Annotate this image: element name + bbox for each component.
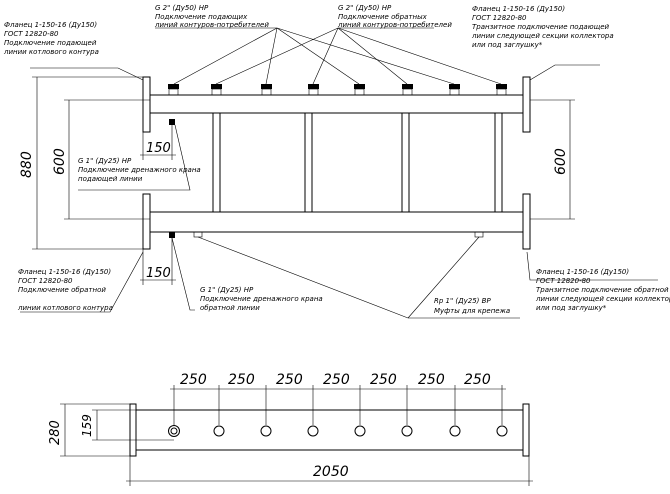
supply-branches-line3: линий контуров-потребителей [154,21,269,29]
return-flange-right [522,193,531,250]
plan-outlets [168,425,508,437]
transit-return-line1: Фланец 1-150-16 (Ду150) [536,268,629,276]
transit-return-line5: или под заглушку* [536,304,607,312]
dimension-step-7: 250 [464,372,491,388]
mount-couplings-line2: Муфты для крепежа [434,307,510,315]
supply-flange-left-line1: Фланец 1-150-16 (Ду150) [4,21,97,29]
drain-fitting-return [169,232,175,238]
dimension-overall-height: 880 [19,151,35,178]
plan-outlet-circle [496,425,508,437]
plan-flange-left [129,403,137,457]
transit-supply-line3: Транзитное подключение подающей [472,23,610,31]
supply-flange-right [522,76,531,133]
front-view-labels: Фланец 1-150-16 (Ду150) ГОСТ 12820-80 По… [3,4,670,315]
plan-outlet-circle [449,425,461,437]
mount-couplings-line1: Rp 1" (Ду25) ВР [434,297,491,305]
dimension-plan-length: 2050 [313,464,349,480]
transit-supply-line2: ГОСТ 12820-80 [472,14,527,22]
dimension-step-4: 250 [323,372,350,388]
plan-outlet-circle [168,425,180,437]
supply-nipple [261,84,272,96]
supply-branches-line1: G 2" (Ду50) НР [155,4,209,12]
dimension-plan-height: 280 [48,420,63,445]
return-flange-left [142,193,151,250]
plan-outlet-circle [307,425,319,437]
dimension-lines-front [32,76,575,285]
return-nipple [402,84,413,96]
dimension-step-5: 250 [370,372,397,388]
plan-outlet-circle [354,425,366,437]
dimension-step-6: 250 [418,372,445,388]
return-branches-line2: Подключение обратных [338,13,428,21]
branch-nipples [168,84,507,96]
supply-branches-line2: Подключение подающих [155,13,248,21]
supply-flange-left-line3: Подключение подающей [4,39,97,47]
supply-flange-left-line4: линии котлового контура [3,48,99,56]
front-view [20,27,658,319]
transit-return-line3: Транзитное подключение обратной [536,286,669,294]
drain-return-line3: обратной линии [200,304,260,312]
dimension-lines-plan [60,385,533,486]
transit-supply-line1: Фланец 1-150-16 (Ду150) [472,5,565,13]
return-nipple [211,84,222,96]
plan-pipe [136,409,523,451]
supply-flange-left [142,76,151,133]
return-nipple [308,84,319,96]
return-branches-line1: G 2" (Ду50) НР [338,4,392,12]
supply-nipple [449,84,460,96]
plan-outlet-circle [401,425,413,437]
dimension-drain-bottom: 150 [146,266,171,281]
transit-supply-line5: или под заглушку* [472,41,543,49]
plan-flange-right [522,403,530,457]
drain-supply-line2: Подключение дренажного крана [78,166,201,174]
plan-dimension-labels: 250 250 250 250 250 250 250 280 159 2050 [48,372,491,480]
supply-header-pipe [149,94,523,114]
supply-nipple [168,84,179,96]
return-header-pipe [150,211,523,233]
transit-supply-line4: линии следующей секции коллектора [471,32,614,40]
drain-fitting-supply [169,119,175,125]
dimension-spacing-right: 600 [553,148,569,175]
plan-outlet-circle [213,425,225,437]
plan-view: 250 250 250 250 250 250 250 280 159 2050 [48,372,533,486]
dimension-step-2: 250 [228,372,255,388]
drain-supply-line3: подающей линии [78,175,143,183]
return-flange-left-line4: линии котлового контура [17,304,113,312]
return-flange-left-line3: Подключение обратной [18,286,106,294]
return-flange-left-line1: Фланец 1-150-16 (Ду150) [18,268,111,276]
transit-return-line2: ГОСТ 12820-80 [536,277,591,285]
drain-supply-line1: G 1" (Ду25) НР [78,157,132,165]
transit-return-line4: линии следующей секции коллектора [535,295,670,303]
dimension-plan-half: 159 [80,414,94,437]
return-nipple [496,84,507,96]
dimension-drain-top: 150 [146,141,171,156]
drain-return-line1: G 1" (Ду25) НР [200,286,254,294]
leader-lines [20,27,658,319]
dimension-step-1: 250 [180,372,207,388]
dimension-step-3: 250 [276,372,303,388]
drain-return-line2: Подключение дренажного крана [200,295,323,303]
mount-coupling-left [193,231,203,238]
supply-nipple [354,84,365,96]
dimension-spacing-left: 600 [52,148,68,175]
plan-outlet-circle [260,425,272,437]
connecting-tubes [212,113,503,212]
return-branches-line3: линий контуров-потребителей [337,21,452,29]
return-flange-left-line2: ГОСТ 12820-80 [18,277,73,285]
mount-coupling-right [474,231,484,238]
supply-flange-left-line2: ГОСТ 12820-80 [4,30,59,38]
